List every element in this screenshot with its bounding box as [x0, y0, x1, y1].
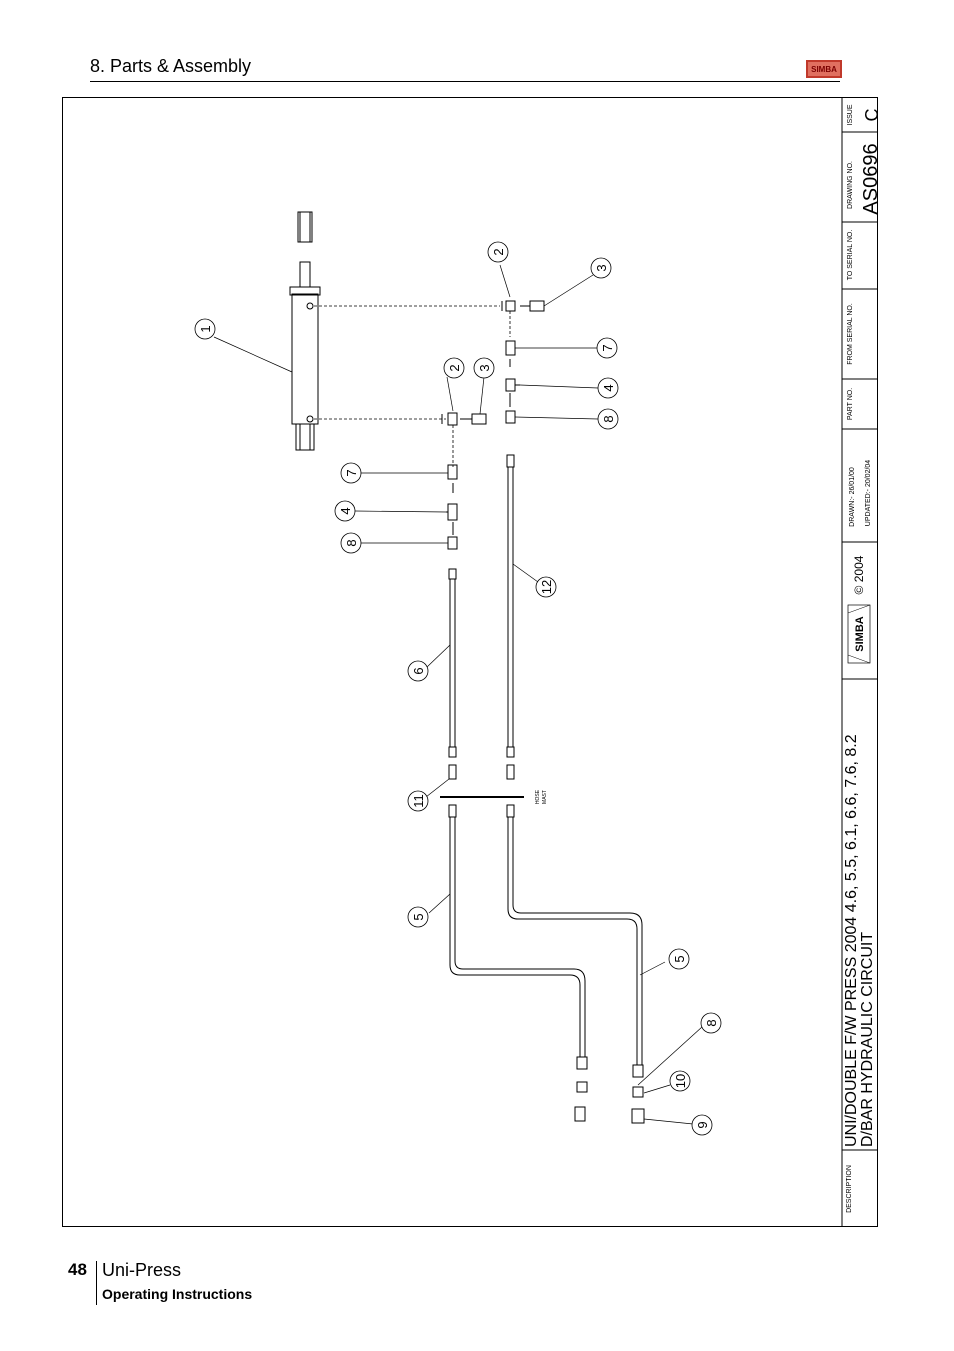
callout-11: 11	[411, 794, 426, 808]
callout-10: 10	[673, 1074, 688, 1088]
hoses	[440, 454, 645, 1124]
hose-label: HOSE	[535, 789, 541, 804]
from-serial-label: FROM SERIAL NO.	[847, 303, 854, 365]
hydraulic-circuit-drawing: ISSUE C DRAWING NO. AS0696 TO SERIAL NO.…	[194, 97, 878, 1227]
callout-2b: 2	[447, 364, 462, 371]
callout-9: 9	[695, 1121, 710, 1128]
section-title: 8. Parts & Assembly	[90, 56, 252, 76]
callout-5b: 5	[672, 955, 687, 962]
mast-label: MAST	[542, 790, 548, 804]
callout-8c: 8	[704, 1019, 719, 1026]
drawing-no-value: AS0696	[860, 143, 878, 214]
manual-subtitle: Operating Instructions	[102, 1286, 253, 1302]
updated-date: UPDATED:- 20/02/04	[865, 460, 872, 527]
description-label: DESCRIPTION	[846, 1165, 853, 1213]
callout-1: 1	[198, 325, 213, 332]
copyright-text: © 2004	[852, 555, 866, 594]
callout-3b: 3	[477, 364, 492, 371]
page-number: 48	[68, 1260, 87, 1279]
callout-12: 12	[539, 580, 554, 594]
callout-4b: 4	[338, 507, 353, 514]
simba-logo: SIMBA	[806, 60, 842, 78]
right-fittings	[501, 300, 545, 424]
callout-8b: 8	[344, 539, 359, 546]
simba-brand-mark	[847, 604, 871, 664]
footer-divider	[96, 1261, 97, 1305]
product-name: Uni-Press	[102, 1260, 182, 1280]
brand-text: SIMBA	[854, 616, 866, 652]
to-serial-label: TO SERIAL NO.	[847, 230, 854, 281]
callout-7b: 7	[344, 469, 359, 476]
callout-3a: 3	[594, 264, 609, 271]
header-rule	[90, 81, 840, 82]
callout-2a: 2	[491, 248, 506, 255]
drawing-frame	[62, 97, 878, 1227]
callout-8a: 8	[601, 415, 616, 422]
callout-5a: 5	[411, 913, 426, 920]
description-line-1: UNI/DOUBLE F/W PRESS 2004 4.6, 5.5, 6.1,…	[843, 734, 860, 1147]
callout-4a: 4	[601, 384, 616, 391]
drawn-date: DRAWN:- 26/01/00	[849, 467, 856, 527]
part-no-label: PART NO.	[847, 388, 854, 420]
left-fittings	[441, 412, 487, 550]
issue-label: ISSUE	[847, 104, 854, 125]
description-line-2: D/BAR HYDRAULIC CIRCUIT	[859, 932, 876, 1147]
callout-7a: 7	[600, 344, 615, 351]
callout-6: 6	[411, 667, 426, 674]
logo-text: SIMBA	[811, 65, 837, 74]
issue-value: C	[862, 109, 878, 122]
drawing-no-label: DRAWING NO.	[847, 161, 854, 209]
hydraulic-ram	[289, 211, 321, 451]
